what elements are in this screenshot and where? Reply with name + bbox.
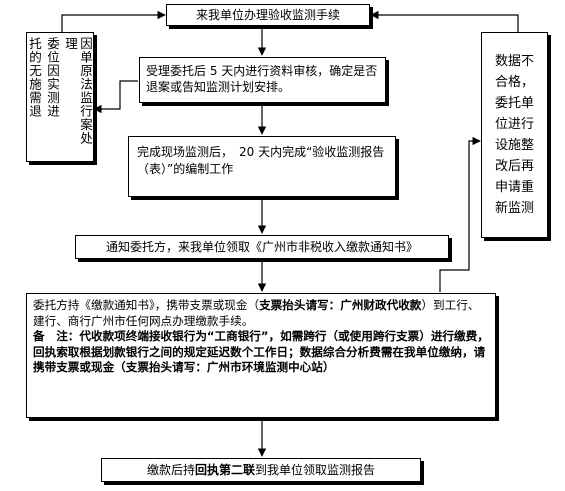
flow-step-4-text: 通知委托方，来我单位领取《广州市非税收入缴款通知书》 bbox=[105, 240, 418, 254]
flow-step-3-text: 完成现场监测后， 20 天内完成“验收监测报告（表）”的编制工作 bbox=[137, 145, 385, 176]
side-box-rectify-text: 数据不合格，委托单位进行设施整改后再申请重新监测 bbox=[494, 54, 534, 216]
flow-step-5-para-1-a: 委托方持《缴款通知书》，携带支票或现金（ bbox=[33, 298, 260, 312]
flow-step-6-c: 到我单位领取监测报告 bbox=[255, 463, 376, 477]
flow-step-5-para-1-b: 支票抬头请写：广州财政代收款 bbox=[259, 298, 422, 312]
flow-step-6-b: 回执第二联 bbox=[194, 463, 255, 477]
flow-step-6-a: 缴款后持 bbox=[146, 463, 195, 477]
side-box-withdraw-col-2: 委位因实测进 bbox=[45, 37, 60, 118]
side-box-rectify: 数据不合格，委托单位进行设施整改后再申请重新监测 bbox=[481, 32, 548, 238]
arrow-step2-to-left bbox=[93, 80, 138, 114]
flow-step-1: 来我单位办理验收监测手续 bbox=[166, 4, 370, 26]
arrow-step5-to-right bbox=[439, 136, 481, 292]
arrow-right-to-step1 bbox=[370, 10, 519, 32]
flow-step-5-para-2: 备 注：代收款项终端接收银行为“工商银行”，如需跨行（或使用跨行支票）进行缴费，… bbox=[33, 329, 489, 376]
flow-step-2-text: 受理委托后 5 天内进行资料审核，确定是否退案或告知监测计划安排。 bbox=[146, 64, 378, 94]
flow-step-5-para-1-c: ）到工行、建行、商行广州市任何网点办理缴款手续。 bbox=[33, 298, 480, 328]
arrow-left-to-step1 bbox=[61, 10, 166, 32]
flow-step-5: 委托方持《缴款通知书》，携带支票或现金（支票抬头请写：广州财政代收款）到工行、建… bbox=[26, 293, 496, 418]
side-box-withdraw-col-1: 因单原法监行案处理 bbox=[63, 37, 93, 145]
flow-step-1-text: 来我单位办理验收监测手续 bbox=[195, 8, 340, 22]
side-box-withdraw-col-3: 托的无施需退 bbox=[27, 37, 42, 118]
flow-step-4: 通知委托方，来我单位领取《广州市非税收入缴款通知书》 bbox=[75, 235, 449, 259]
side-box-withdraw-text: 因单原法监行案处理 委位因实测进 托的无施需退 bbox=[27, 37, 93, 157]
flow-step-5-note: 备 注：代收款项终端接收银行为“工商银行”，如需跨行（或使用跨行支票）进行缴费，… bbox=[33, 329, 489, 374]
flow-step-5-para-1: 委托方持《缴款通知书》，携带支票或现金（支票抬头请写：广州财政代收款）到工行、建… bbox=[33, 298, 489, 329]
flow-step-2: 受理委托后 5 天内进行资料审核，确定是否退案或告知监测计划安排。 bbox=[139, 57, 386, 103]
side-box-withdraw: 因单原法监行案处理 委位因实测进 托的无施需退 bbox=[26, 32, 94, 162]
flow-step-6: 缴款后持回执第二联到我单位领取监测报告 bbox=[101, 458, 421, 482]
flow-step-6-text: 缴款后持回执第二联到我单位领取监测报告 bbox=[147, 462, 375, 478]
flow-step-3: 完成现场监测后， 20 天内完成“验收监测报告（表）”的编制工作 bbox=[128, 136, 396, 197]
